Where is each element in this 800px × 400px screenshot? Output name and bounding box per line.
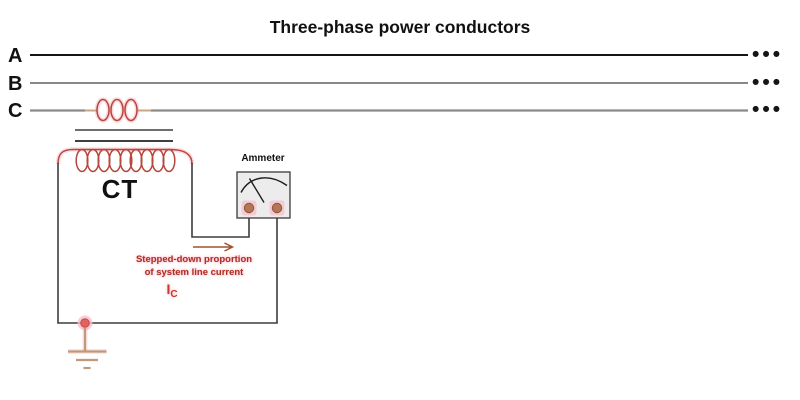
ground-junction-dot xyxy=(77,315,93,331)
ammeter-label: Ammeter xyxy=(241,153,285,164)
ct-primary-winding-icon xyxy=(85,97,151,123)
annotation-line1: Stepped-down proportion xyxy=(135,254,253,265)
continuation-dots-b: ••• xyxy=(752,71,784,94)
current-arrow-icon xyxy=(193,242,235,252)
ct-secondary-winding-icon xyxy=(55,147,195,173)
wire-secondary-to-ammeter xyxy=(191,163,250,238)
ground-icon xyxy=(68,328,107,370)
continuation-dots-c: ••• xyxy=(752,98,784,121)
ammeter-scale-icon xyxy=(240,177,288,193)
ammeter-terminal-left xyxy=(243,202,255,214)
stepped-down-annotation: Stepped-down proportion of system line c… xyxy=(104,253,284,279)
current-symbol-subscript: C xyxy=(170,289,178,300)
ammeter-gauge xyxy=(236,171,291,219)
annotation-line2: of system line current xyxy=(144,267,244,278)
phase-label-a: A xyxy=(8,45,23,67)
ammeter-terminal-right xyxy=(271,202,283,214)
phase-label-b: B xyxy=(8,73,23,95)
phase-label-c: C xyxy=(8,100,23,122)
current-symbol-ic: IC xyxy=(142,281,202,300)
current-symbol-base: I xyxy=(166,281,171,297)
ammeter-needle-icon xyxy=(248,178,265,203)
continuation-dots-a: ••• xyxy=(752,43,784,66)
ct-core-icon xyxy=(75,129,173,142)
diagram-title: Three-phase power conductors xyxy=(269,17,531,37)
ct-label: CT xyxy=(101,174,139,204)
